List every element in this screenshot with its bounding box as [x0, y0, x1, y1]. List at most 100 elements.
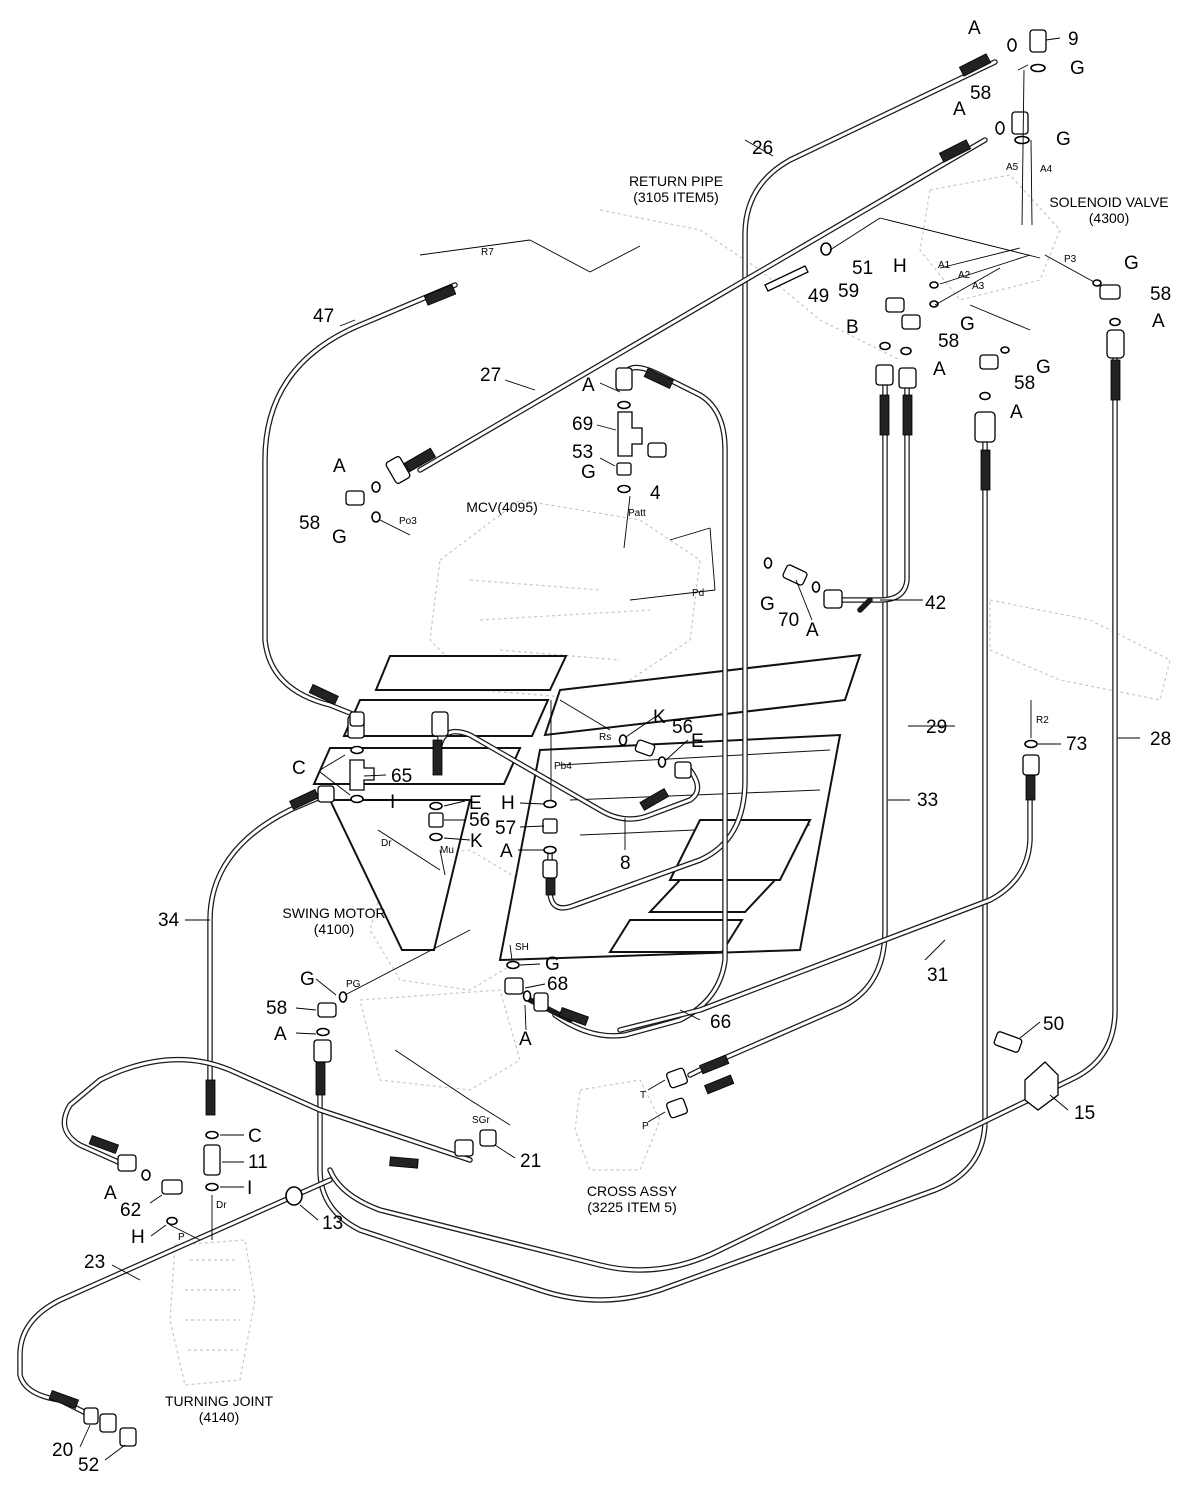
seal-letters: A G A G H G A B G A G A A A G G A G A C …	[104, 18, 1165, 1248]
port-p3: P3	[1064, 254, 1077, 265]
callout-56-right: 56	[672, 717, 693, 738]
seal-i-65: I	[390, 792, 395, 813]
port-mu: Mu	[440, 845, 454, 856]
seal-h-pb4: H	[501, 793, 515, 814]
seal-a-57: A	[500, 841, 513, 862]
solenoid-valve-label-1: SOLENOID VALVE	[1049, 194, 1168, 210]
callout-68: 68	[547, 974, 568, 995]
seal-e-56: E	[469, 793, 482, 814]
callout-34: 34	[158, 910, 180, 931]
seal-i-11: I	[247, 1178, 252, 1199]
port-p-cross: P	[642, 1121, 649, 1132]
seal-k-56: K	[470, 831, 483, 852]
callout-58-top: 58	[970, 83, 991, 104]
callout-66: 66	[710, 1012, 731, 1033]
seal-g-70: G	[760, 594, 775, 615]
seal-h-a1: H	[893, 256, 907, 277]
callout-65: 65	[391, 766, 412, 787]
port-pd: Pd	[692, 588, 704, 599]
callout-51: 51	[852, 258, 873, 279]
port-patt: Patt	[628, 508, 646, 519]
turning-joint-label-2: (4140)	[199, 1409, 239, 1425]
callout-42: 42	[925, 593, 946, 614]
callout-58-left: 58	[299, 513, 320, 534]
callout-31: 31	[927, 965, 948, 986]
mcv-label: MCV(4095)	[466, 499, 538, 515]
seal-k-right: K	[653, 707, 666, 728]
seal-g-second: G	[1056, 129, 1071, 150]
seal-a-62: A	[104, 1183, 117, 1204]
callout-21: 21	[520, 1151, 541, 1172]
callout-33: 33	[917, 790, 938, 811]
seal-c-11: C	[248, 1126, 262, 1147]
callout-47: 47	[313, 306, 334, 327]
port-po3: Po3	[399, 516, 417, 527]
seal-a-mid: A	[933, 359, 946, 380]
hose-33	[687, 377, 888, 1078]
callout-57: 57	[495, 818, 516, 839]
seal-g-a3: G	[1036, 357, 1051, 378]
part-callouts: 9 26 47 27 51 49 59 58 58 58 58 58 58 69…	[52, 29, 1171, 1476]
seal-g-sh: G	[545, 954, 560, 975]
callout-27: 27	[480, 365, 501, 386]
seal-a-68: A	[519, 1029, 532, 1050]
seal-g-top: G	[1070, 58, 1085, 79]
seal-a-right: A	[1010, 402, 1023, 423]
seal-g-59: G	[960, 314, 975, 335]
callout-62: 62	[120, 1200, 141, 1221]
port-a4: A4	[1040, 164, 1053, 175]
return-pipe-label-1: RETURN PIPE	[629, 173, 723, 189]
callout-73: 73	[1066, 734, 1087, 755]
hose-42	[857, 597, 873, 613]
seal-e-right: E	[691, 731, 704, 752]
port-pb4: Pb4	[554, 761, 572, 772]
seal-g-left: G	[332, 527, 347, 548]
seal-g-53: G	[581, 462, 596, 483]
cross-assy-label-2: (3225 ITEM 5)	[587, 1199, 676, 1215]
turning-joint-label-1: TURNING JOINT	[165, 1393, 274, 1409]
port-a3: A3	[972, 281, 985, 292]
callout-4: 4	[650, 483, 661, 504]
port-r2: R2	[1036, 715, 1049, 726]
port-sgr: SGr	[472, 1115, 490, 1126]
seal-a-top: A	[968, 18, 981, 39]
port-sh: SH	[515, 942, 529, 953]
seal-b: B	[846, 317, 859, 338]
port-a1: A1	[938, 260, 951, 271]
callout-70: 70	[778, 610, 799, 631]
callout-58-far-right: 58	[1150, 284, 1171, 305]
solenoid-valve-label-2: (4300)	[1089, 210, 1129, 226]
port-dr-motor: Dr	[381, 838, 392, 849]
callout-28: 28	[1150, 729, 1171, 750]
callout-52: 52	[78, 1455, 99, 1476]
callout-9: 9	[1068, 29, 1079, 50]
seal-h-p: H	[131, 1227, 145, 1248]
callout-50: 50	[1043, 1014, 1064, 1035]
seal-a-p3: A	[1152, 311, 1165, 332]
hose-left-loop	[61, 1056, 473, 1168]
port-labels: A5 A4 R7 A1 A2 A3 P3 Po3 Patt Pd Rs Pb4 …	[178, 162, 1077, 1243]
guard-plates	[312, 653, 862, 962]
port-a5: A5	[1006, 162, 1019, 173]
seal-g-p3: G	[1124, 253, 1139, 274]
callout-58-mid: 58	[938, 331, 959, 352]
swing-motor-label-1: SWING MOTOR	[282, 905, 385, 921]
callout-53: 53	[572, 442, 593, 463]
seal-a-left: A	[333, 456, 346, 477]
fittings	[83, 29, 1125, 1447]
port-p-joint: P	[178, 1232, 185, 1243]
callout-13: 13	[322, 1213, 343, 1234]
callout-26: 26	[752, 138, 773, 159]
callout-15: 15	[1074, 1103, 1095, 1124]
callout-20: 20	[52, 1440, 73, 1461]
callout-59: 59	[838, 281, 859, 302]
port-t: T	[640, 1090, 646, 1101]
leader-lines	[79, 37, 1140, 1461]
hose-34	[207, 792, 328, 1113]
callout-23: 23	[84, 1252, 105, 1273]
callout-58-bottom: 58	[266, 998, 287, 1019]
seal-a-second: A	[953, 99, 966, 120]
port-pg: PG	[346, 979, 361, 990]
cross-assy-label-1: CROSS ASSY	[587, 1183, 678, 1199]
